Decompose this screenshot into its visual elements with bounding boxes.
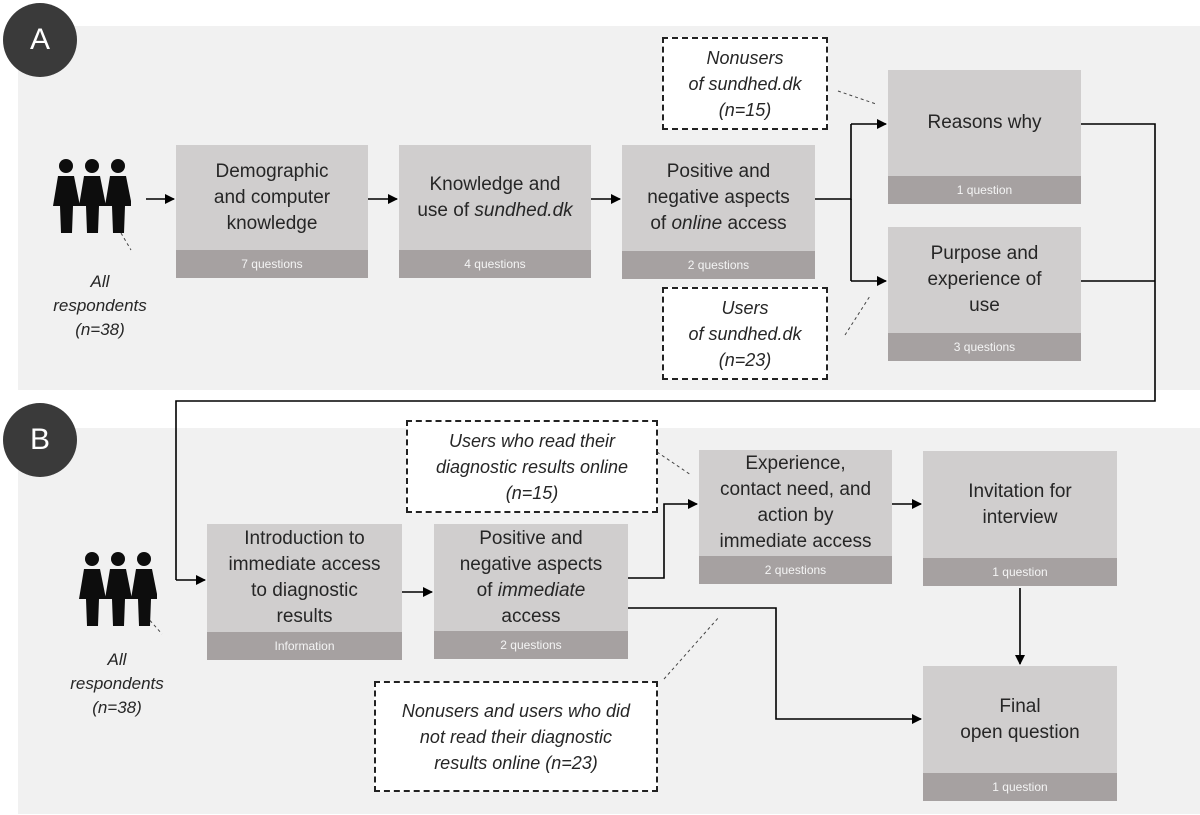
title-text-end: access [501,605,561,627]
respondents-line3: (n=38) [75,320,125,339]
box-footer: 2 questions [699,556,892,584]
note-readers: Users who read their diagnostic results … [406,420,658,513]
box-invitation: Invitation for interview 1 question [923,451,1117,586]
box-title: Invitation for interview [968,480,1072,528]
box-footer: 7 questions [176,250,368,278]
title-text: Positive and negative aspects of [459,527,603,601]
box-title: Demographic and computer knowledge [213,160,331,234]
title-text-end: access [722,213,787,234]
box-final-question: Final open question 1 question [923,666,1117,801]
box-title: Reasons why [927,112,1042,133]
box-immediate-aspects: Positive and negative aspects of immedia… [434,524,628,659]
box-title: Positive and negative aspects of online … [622,145,815,251]
box-footer: 2 questions [622,251,815,279]
box-experience: Experience, contact need, and action by … [699,450,892,584]
box-footer: 4 questions [399,250,591,278]
box-title: Introduction to immediate access to diag… [228,528,381,627]
title-text: Positive and negative aspects of [647,161,790,234]
branch-line-a [815,124,852,200]
a-to-b-connector [175,123,1156,580]
pointer-nonusers [837,90,877,105]
respondents-line2: respondents [70,674,164,693]
box-footer: 1 question [888,176,1081,204]
title-emphasis: immediate [497,579,586,601]
title-text: Knowledge and use of [417,173,561,221]
note-nonusers: Nonusers of sundhed.dk (n=15) [662,37,828,130]
box-title: Positive and negative aspects of immedia… [434,524,628,631]
box-footer: 1 question [923,558,1117,586]
arrow-aspects-to-experience [628,499,698,579]
box-title: Purpose and experience of use [927,243,1042,316]
box-introduction: Introduction to immediate access to diag… [207,524,402,660]
people-group-icon [53,157,132,238]
section-a-badge: A [3,3,77,77]
respondents-line1: All [107,650,127,669]
respondents-label-b: All respondents (n=38) [52,648,182,720]
box-knowledge: Knowledge and use of sundhed.dk 4 questi… [399,145,591,278]
box-online-aspects: Positive and negative aspects of online … [622,145,815,279]
people-group-icon [79,550,158,631]
title-emphasis: online [671,213,723,234]
box-title: Knowledge and use of sundhed.dk [399,145,591,250]
box-reasons-why: Reasons why 1 question [888,70,1081,204]
arrow-aspects-to-final [628,607,922,724]
pointer-readers [656,451,692,476]
pointer-nonreaders [663,616,720,680]
section-b-badge: B [3,403,77,477]
box-footer: 2 questions [434,631,628,659]
box-title: Final open question [960,695,1080,743]
box-demographic: Demographic and computer knowledge 7 que… [176,145,368,278]
box-footer: 3 questions [888,333,1081,361]
box-title: Experience, contact need, and action by … [719,453,872,552]
respondents-label-a: All respondents (n=38) [35,270,165,342]
respondents-line1: All [90,272,110,291]
box-footer: Information [207,632,402,660]
respondents-line3: (n=38) [92,698,142,717]
box-purpose: Purpose and experience of use 3 question… [888,227,1081,361]
box-footer: 1 question [923,773,1117,801]
title-emphasis: sundhed.dk [474,199,573,221]
pointer-respondents-b [145,615,163,635]
pointer-users [844,295,871,336]
note-nonreaders: Nonusers and users who did not read thei… [374,681,658,792]
respondents-line2: respondents [53,296,147,315]
note-users: Users of sundhed.dk (n=23) [662,287,828,380]
